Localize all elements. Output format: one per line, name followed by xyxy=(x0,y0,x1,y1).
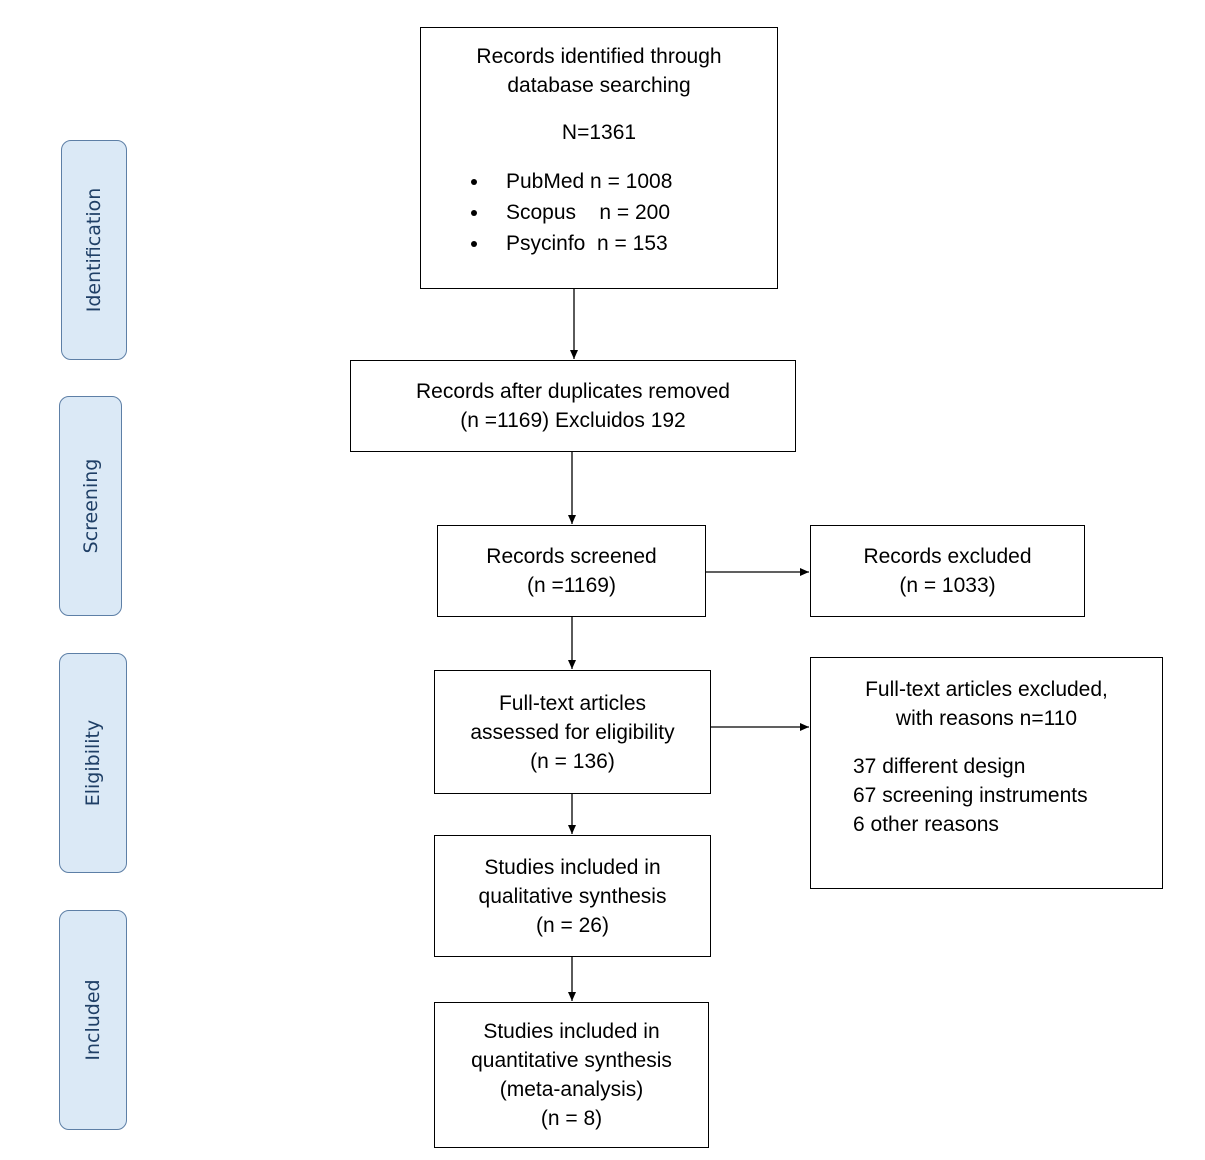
source-scopus: Scopus n = 200 xyxy=(506,201,671,224)
list-item: 6 other reasons xyxy=(853,813,999,836)
exclusion-reasons-list: 37 different design 67 screening instrum… xyxy=(853,752,1088,839)
records-identified-box: Records identified through database sear… xyxy=(420,27,778,289)
qualitative-line-3: (n = 26) xyxy=(536,913,609,937)
fulltext-assessed-line-1: Full-text articles xyxy=(498,691,647,715)
list-item: Scopus n = 200 xyxy=(471,197,672,228)
phase-identification: Identification xyxy=(61,140,127,360)
quantitative-synthesis-box: Studies included in quantitative synthes… xyxy=(434,1002,709,1148)
records-identified-total: N=1361 xyxy=(561,121,637,144)
records-screened-line-1: Records screened xyxy=(486,545,657,568)
records-excluded-line-2: (n = 1033) xyxy=(899,574,996,597)
quantitative-line-3: (meta-analysis) xyxy=(499,1078,644,1101)
qualitative-line-2: qualitative synthesis xyxy=(478,884,667,908)
records-screened-box: Records screened (n =1169) xyxy=(437,525,706,617)
duplicates-removed-line-1: Records after duplicates removed xyxy=(416,380,730,403)
list-item: 67 screening instruments xyxy=(853,784,1088,807)
duplicates-removed-line-2: (n =1169) Excluidos 192 xyxy=(460,409,686,432)
records-screened-line-2: (n =1169) xyxy=(527,574,616,597)
fulltext-assessed-line-3: (n = 136) xyxy=(530,749,615,773)
phase-eligibility: Eligibility xyxy=(59,653,127,873)
qualitative-synthesis-box: Studies included in qualitative synthesi… xyxy=(434,835,711,957)
database-source-list: PubMed n = 1008 Scopus n = 200 Psycinfo … xyxy=(471,166,672,259)
fulltext-assessed-line-2: assessed for eligibility xyxy=(470,720,675,744)
duplicates-removed-box: Records after duplicates removed (n =116… xyxy=(350,360,796,452)
qualitative-line-1: Studies included in xyxy=(484,855,661,879)
list-item: 37 different design xyxy=(853,755,1026,778)
phase-included-label: Included xyxy=(82,979,104,1061)
phase-identification-label: Identification xyxy=(83,187,105,313)
list-item: Psycinfo n = 153 xyxy=(471,228,672,259)
bullet-icon xyxy=(471,240,477,247)
records-excluded-box: Records excluded (n = 1033) xyxy=(810,525,1085,617)
quantitative-line-2: quantitative synthesis xyxy=(471,1049,672,1072)
fulltext-excluded-line-1: Full-text articles excluded, xyxy=(865,678,1108,701)
source-psycinfo: Psycinfo n = 153 xyxy=(506,232,668,255)
phase-eligibility-label: Eligibility xyxy=(82,719,104,807)
bullet-icon xyxy=(471,209,477,216)
list-item: PubMed n = 1008 xyxy=(471,166,672,197)
phase-screening: Screening xyxy=(59,396,122,616)
phase-included: Included xyxy=(59,910,127,1130)
source-pubmed: PubMed n = 1008 xyxy=(506,170,673,193)
quantitative-line-1: Studies included in xyxy=(483,1020,660,1043)
quantitative-line-4: (n = 8) xyxy=(540,1107,603,1130)
records-identified-title-line-2: database searching xyxy=(507,74,691,97)
records-excluded-line-1: Records excluded xyxy=(863,545,1032,568)
fulltext-assessed-box: Full-text articles assessed for eligibil… xyxy=(434,670,711,794)
records-identified-title-line-1: Records identified through xyxy=(476,45,722,68)
bullet-icon xyxy=(471,178,477,185)
fulltext-excluded-box: Full-text articles excluded, with reason… xyxy=(810,657,1163,889)
phase-screening-label: Screening xyxy=(79,458,102,554)
fulltext-excluded-line-2: with reasons n=110 xyxy=(895,707,1078,730)
